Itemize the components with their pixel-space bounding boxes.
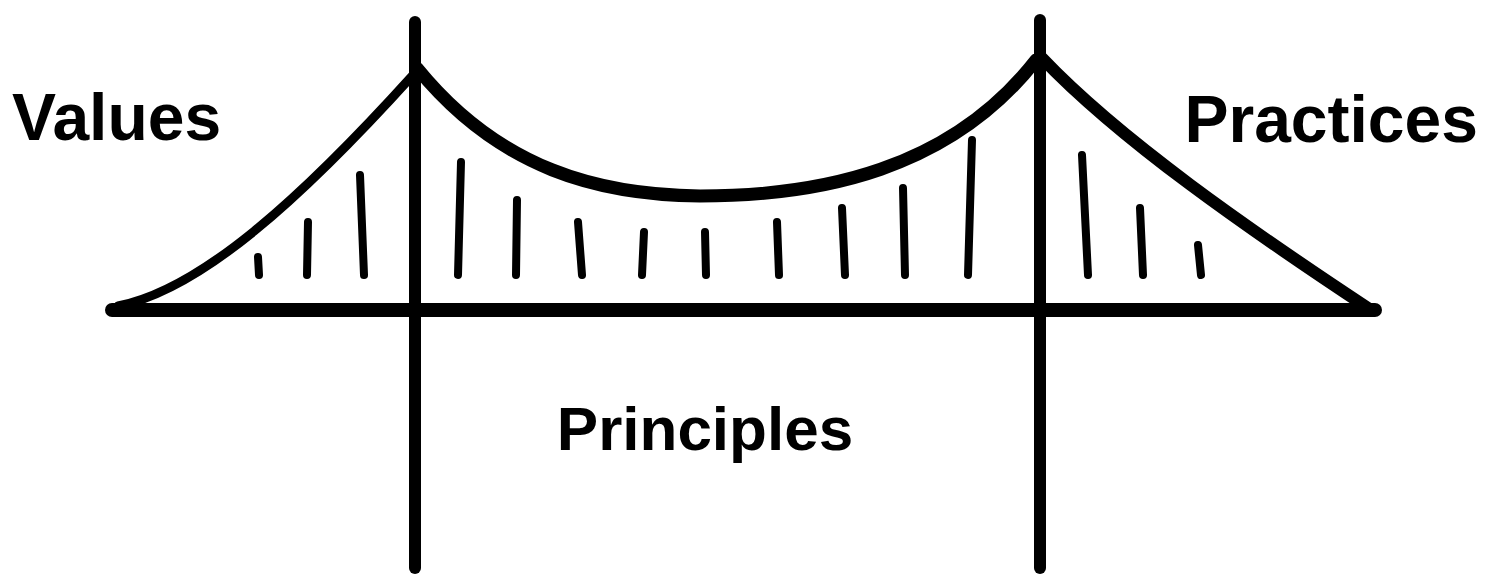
bridge-hangers [258, 140, 1201, 275]
bridge-cable [417, 60, 1036, 196]
bridge-tower [1034, 20, 1046, 568]
bridge-deck [112, 303, 1375, 317]
bridge-label: Practices [1184, 86, 1478, 152]
bridge-label: Principles [557, 398, 853, 460]
bridge-tower [409, 22, 421, 568]
bridge-label: Values [12, 84, 221, 150]
